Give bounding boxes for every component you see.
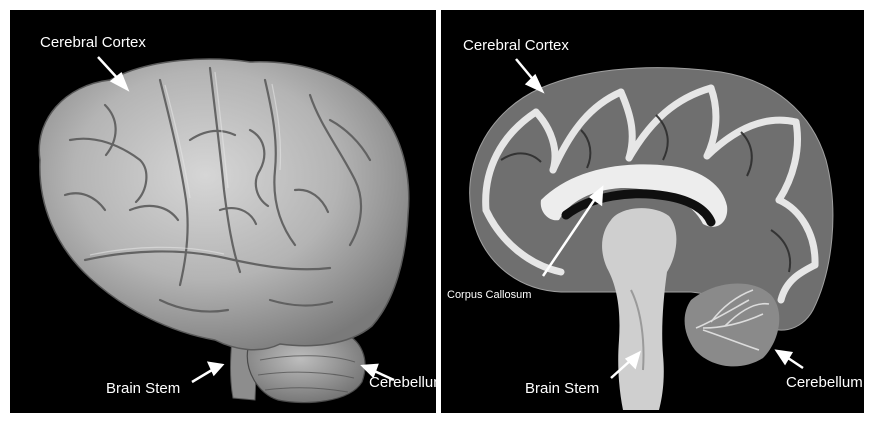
lateral-brain-panel: Cerebral Cortex Brain Stem Cerebellum xyxy=(10,10,436,413)
label-cerebellum-lateral: Cerebellum xyxy=(369,374,436,391)
label-cerebral-cortex-lateral: Cerebral Cortex xyxy=(40,34,146,51)
label-brain-stem-lateral: Brain Stem xyxy=(106,380,180,397)
label-cerebellum-sagittal: Cerebellum xyxy=(786,374,863,391)
label-corpus-callosum: Corpus Callosum xyxy=(447,289,531,302)
lateral-brain-image xyxy=(10,10,436,413)
label-brain-stem-sagittal: Brain Stem xyxy=(525,380,599,397)
sagittal-brain-panel: Cerebral Cortex Corpus Callosum Brain St… xyxy=(441,10,864,413)
label-cerebral-cortex-sagittal: Cerebral Cortex xyxy=(463,37,569,54)
sagittal-brain-image xyxy=(441,10,864,413)
